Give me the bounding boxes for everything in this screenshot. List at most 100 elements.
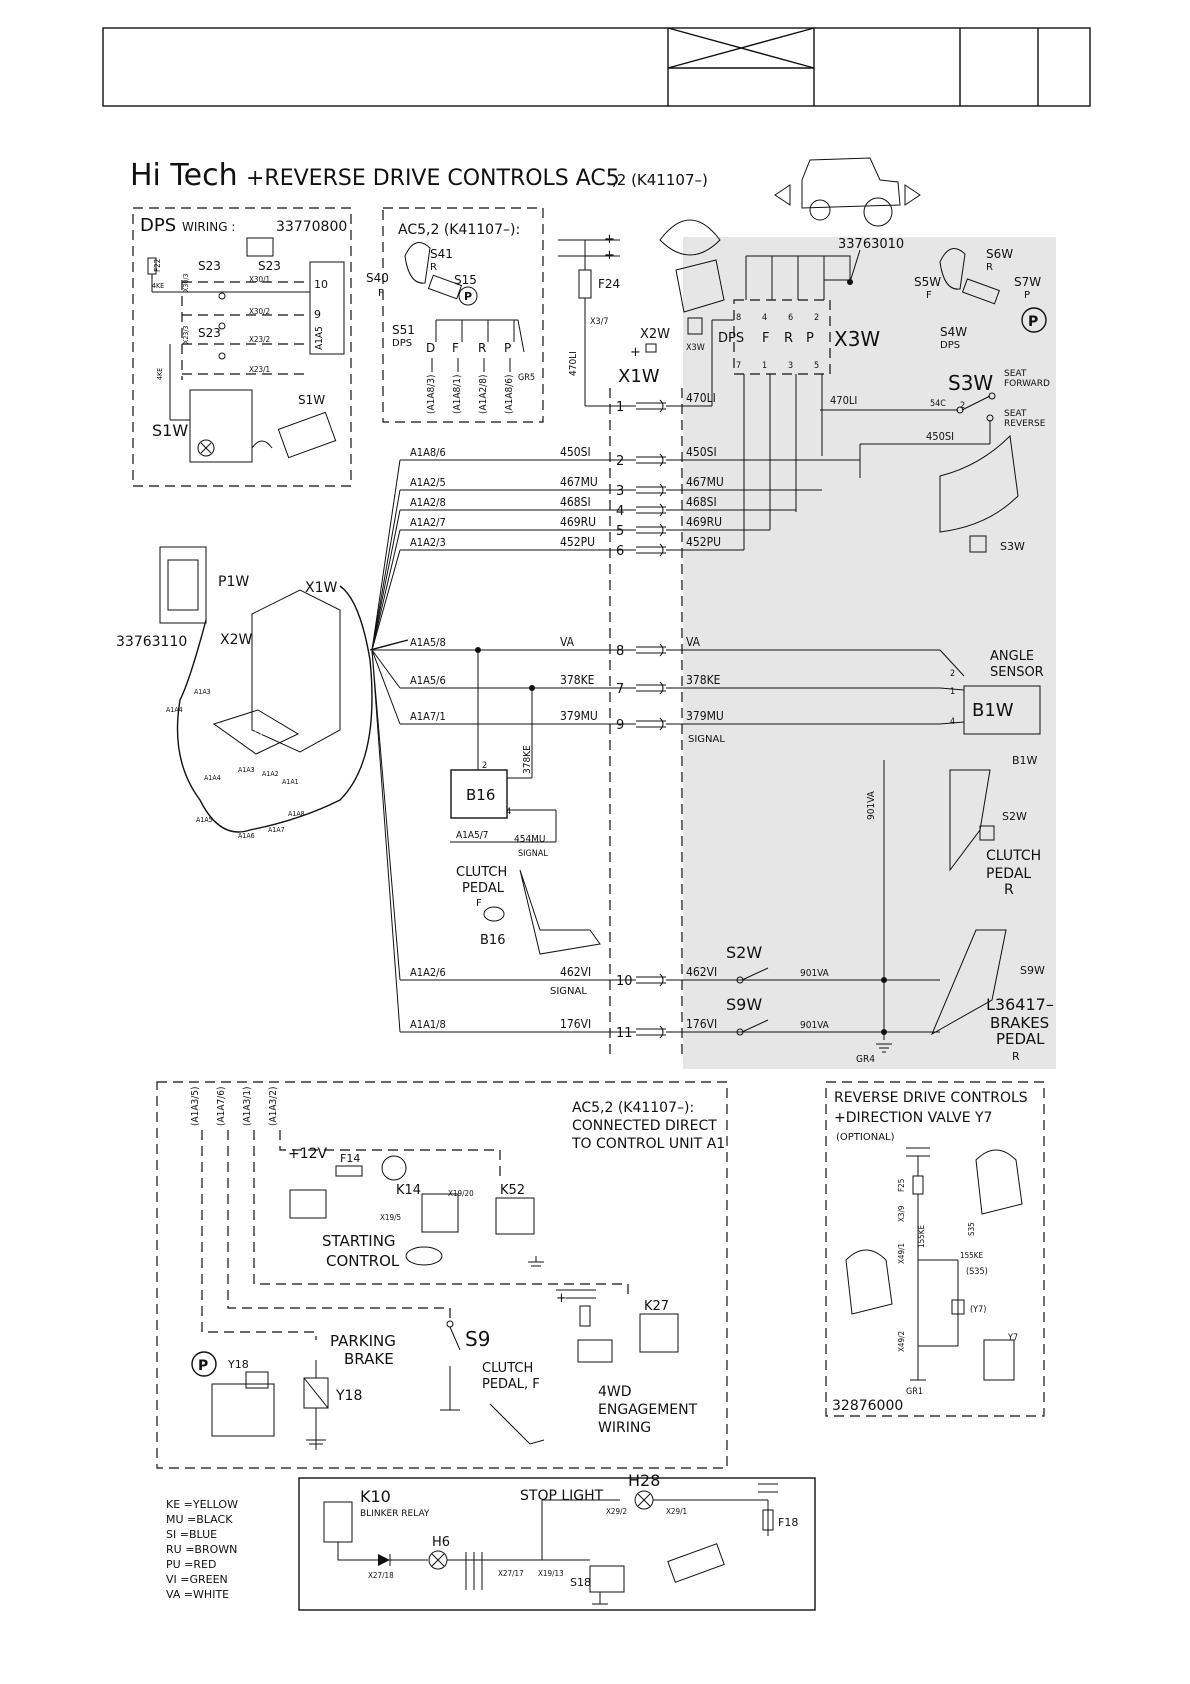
wire-a1a8-3: (A1A8/3): [426, 374, 437, 414]
lp-note-1: AC5,2 (K41107–):: [572, 1100, 694, 1116]
s1w-small-label: S1W: [298, 393, 325, 407]
brake-pedal-icon: [930, 929, 1007, 1036]
lp-pedal-f-label: PEDAL, F: [482, 1377, 540, 1392]
dps-wiring-label: WIRING :: [182, 220, 235, 234]
steering-wheel-icon: [659, 219, 721, 256]
b1w-wire: [939, 649, 965, 677]
b16-f-label: F: [476, 898, 482, 909]
x1w-pin-number: 1: [616, 400, 624, 415]
lp-note-3: TO CONTROL UNIT A1: [571, 1136, 725, 1152]
y7-small-label: Y7: [1007, 1333, 1018, 1343]
s41-sub-label: R: [430, 262, 437, 273]
harness-a1a5-label: A1A5: [196, 816, 213, 824]
x1w-pin-number: 11: [616, 1026, 633, 1041]
s3w-450si-label: 450SI: [926, 430, 954, 443]
lp-wire-a1a3-2: (A1A3/2): [268, 1086, 279, 1126]
x3w-pin1: 1: [762, 361, 767, 371]
b1w-wire: [939, 721, 965, 725]
harness-a1a8-label: A1A8: [288, 810, 305, 818]
s40-sub-label: F: [378, 288, 384, 299]
parking-p-glyph: P: [464, 290, 472, 303]
x1w-pin-glyph: [659, 717, 664, 731]
title-hi: Hi Tech: [130, 158, 238, 193]
h6-label: H6: [432, 1535, 450, 1550]
l36417-label: L36417–: [986, 995, 1054, 1014]
4wd-switch-icon: [577, 1339, 613, 1363]
harness-fan-wire: [371, 509, 401, 651]
stop-lamp-label: STOP: [683, 1559, 715, 1580]
b1w-small-label: B1W: [1012, 754, 1038, 767]
w54c-label: 54C: [930, 399, 946, 409]
stop-light-panel: STOP LIGHT K10 BLINKER RELAY H6 X27/18 X…: [298, 1471, 816, 1611]
x1w-right-wire-label: 469RU: [686, 515, 722, 529]
harness-code: 33763110: [116, 634, 187, 650]
p1w-label: P1W: [218, 574, 249, 590]
switch-blade: [741, 967, 769, 981]
x1w-pin-glyph: [659, 1025, 664, 1039]
x1w-pin-glyph: [659, 523, 664, 537]
x1w-right-wire-label: 470LI: [686, 391, 716, 405]
control-unit-a1: [212, 709, 300, 755]
harness-fan-wire: [371, 459, 401, 651]
x1w-left-wire-label: 468SI: [560, 495, 591, 509]
dps-label: DPS: [140, 215, 176, 236]
gr1-label: GR1: [906, 1387, 923, 1397]
ac52-header: AC5,2 (K41107–):: [398, 222, 520, 238]
s3w-small-label: S3W: [1000, 540, 1025, 553]
s41-label: S41: [430, 247, 453, 261]
k52-relay: [495, 1197, 535, 1235]
w454mu-label: 454MU: [514, 834, 546, 845]
harness-x2w-label: X2W: [220, 632, 252, 648]
ac52-switch-panel: AC5,2 (K41107–): S40 F S41 R S15 P S51 D…: [366, 207, 544, 423]
dps-code: 33770800: [276, 219, 347, 235]
f14-label: F14: [340, 1152, 360, 1165]
x27-18-label: X27/18: [368, 1571, 394, 1580]
w901va-vert-label: 901VA: [866, 790, 877, 820]
y18-label: Y18: [335, 1388, 362, 1404]
wire-a1a8-6: (A1A8/6): [504, 374, 515, 414]
harness-a1a4-label: A1A4: [166, 706, 183, 714]
legend-entry: PU =RED: [166, 1558, 216, 1571]
parking-icon: [458, 286, 478, 306]
s2w-small-label: S2W: [1002, 810, 1027, 823]
x30-3-label: X30/3: [182, 274, 190, 292]
x1w-pin-glyph: [659, 681, 664, 695]
harness-a1a3-label: A1A3: [194, 688, 211, 696]
x1w-pin-number: 8: [616, 644, 624, 659]
y18-small-label: Y18: [227, 1358, 249, 1371]
reverser-lever-icon: [939, 248, 966, 290]
y7-panel: REVERSE DRIVE CONTROLS +DIRECTION VALVE …: [825, 1081, 1045, 1417]
x23-1-label: X23/1: [249, 365, 270, 374]
switch-icon: [246, 237, 274, 257]
b16-signal-label: SIGNAL: [518, 849, 548, 859]
b16-378ke-label: 378KE: [522, 745, 533, 774]
y7-code: 32876000: [832, 1398, 903, 1414]
x30-1-label: X30/1: [249, 275, 270, 284]
x1w-pin-glyph: [659, 453, 664, 467]
s1w-switch-block: [189, 389, 253, 463]
s51-sub-label: DPS: [392, 338, 412, 349]
x1w-right-wire-label: 468SI: [686, 495, 717, 509]
pin10-signal-label: SIGNAL: [550, 986, 587, 997]
s23-bottom-label: S23: [198, 326, 221, 340]
x3w-f-label: F: [762, 331, 769, 346]
pin10-label: 10: [314, 278, 328, 291]
reverser-column-icon: [675, 259, 725, 313]
x1w-pin-glyph: [659, 399, 664, 413]
x3-7-label: X3/7: [590, 317, 609, 327]
b1w-pin4: 4: [950, 717, 955, 727]
s6w-label: S6W: [986, 247, 1013, 261]
w901va-label: 901VA: [800, 968, 830, 979]
engagement-label: ENGAGEMENT: [598, 1402, 698, 1418]
harness-a1a7-label: A1A7: [268, 826, 285, 834]
s18-switch: [589, 1565, 625, 1593]
x1w-left-wire-label: 452PU: [560, 535, 595, 549]
x29-1-label: X29/1: [666, 1507, 687, 1516]
f18-label: F18: [778, 1516, 798, 1529]
s4w-sub-label: DPS: [940, 340, 960, 351]
x2w-label: X2W: [640, 327, 670, 342]
x1w-left-code-label: A1A2/7: [410, 516, 446, 529]
reverser-knob-icon: [961, 278, 1000, 305]
harness-fan-wire: [371, 649, 401, 689]
